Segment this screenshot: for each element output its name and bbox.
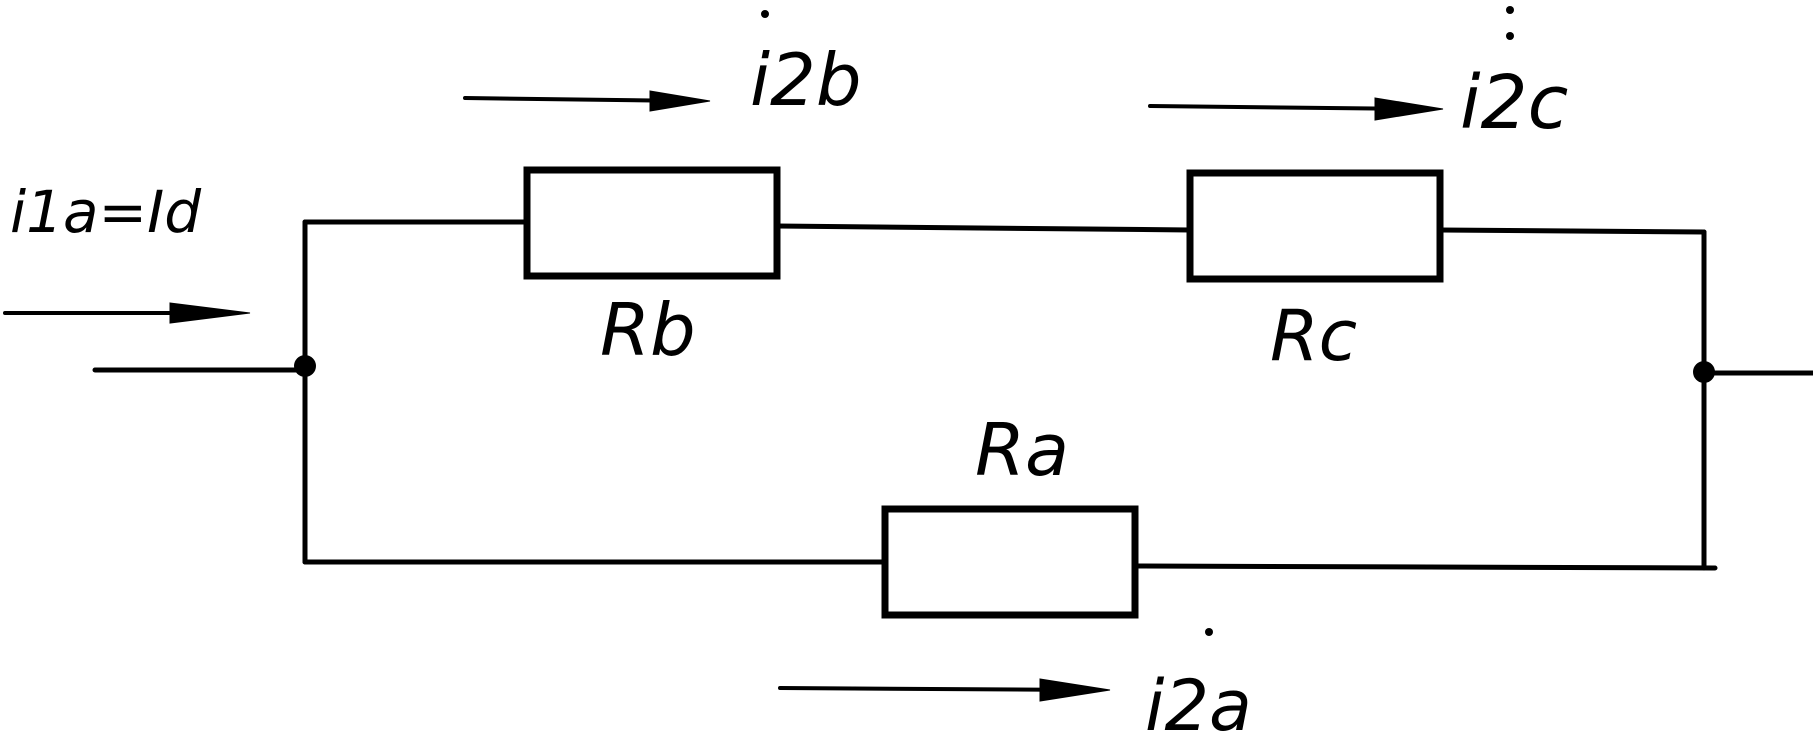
- label-current-b: i2b: [750, 38, 862, 122]
- arrow-input-current-head: [169, 302, 251, 324]
- right-node: [1693, 361, 1715, 383]
- arrow-current-b-head: [649, 90, 711, 112]
- dot-current-c-bottom: [1506, 32, 1514, 40]
- arrow-current-c-head: [1374, 97, 1444, 121]
- label-resistor-a: Ra: [975, 408, 1069, 492]
- resistor-b: [523, 166, 781, 280]
- label-current-c: i2c: [1460, 60, 1568, 146]
- wire-top-right: [1437, 227, 1707, 235]
- resistor-a: [881, 505, 1139, 619]
- label-resistor-b: Rb: [600, 288, 696, 372]
- label-input-current: i1a=Id: [10, 178, 202, 246]
- label-current-a: i2a: [1145, 665, 1252, 742]
- resistor-c: [1186, 169, 1444, 283]
- arrow-current-a-line: [778, 686, 1092, 692]
- wire-bottom-right: [1135, 563, 1718, 571]
- label-resistor-c: Rc: [1270, 295, 1357, 377]
- left-node: [294, 355, 316, 377]
- dot-current-c-top: [1506, 6, 1514, 14]
- wire-top-middle: [774, 223, 1193, 233]
- arrow-current-a-head: [1039, 678, 1111, 702]
- dot-current-a: [1205, 628, 1213, 636]
- dot-current-b: [761, 10, 769, 18]
